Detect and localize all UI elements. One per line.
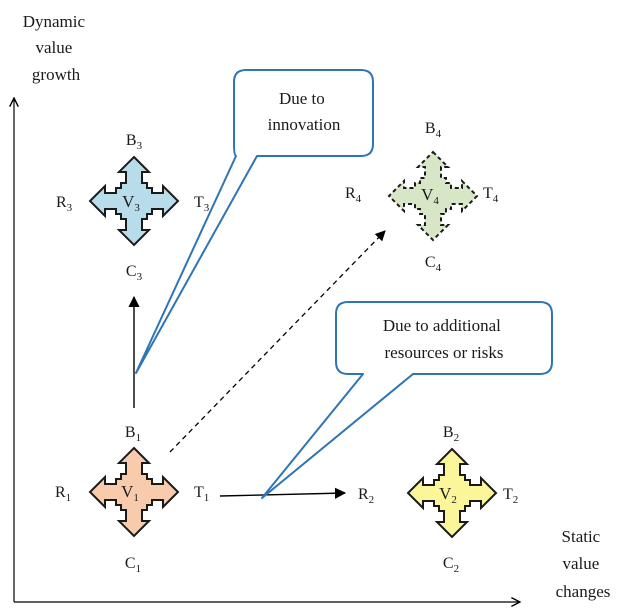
node-1-right-label: T1: [194, 484, 209, 504]
value-node-2: [406, 447, 498, 539]
node-1-left-label: R1: [55, 484, 71, 504]
node-4-center-label: V4: [421, 185, 439, 207]
node-2-right-label: T2: [503, 486, 518, 506]
node-2-center-label: V2: [439, 484, 457, 506]
node-3-center-label: V3: [122, 192, 140, 214]
node-1-bottom-label: C1: [125, 555, 141, 575]
node-3-top-label: B3: [126, 132, 143, 152]
four-way-arrow-shape-4: [387, 150, 479, 242]
node-4-right-label: T4: [483, 185, 499, 205]
callout-resources-text: Due to additional resources or risks: [383, 316, 505, 362]
callout-resources: [261, 301, 553, 499]
node-1-top-label: B1: [125, 424, 141, 444]
value-node-1: [88, 446, 180, 538]
node-2-top-label: B2: [443, 424, 459, 444]
node-3-left-label: R3: [56, 194, 73, 214]
node-4-bottom-label: C4: [425, 254, 442, 274]
node-4-top-label: B4: [425, 120, 442, 140]
callout-innovation: [135, 69, 374, 374]
node-3-bottom-label: C3: [126, 263, 143, 283]
node-2-left-label: R2: [358, 486, 374, 506]
y-axis-title: Dynamic value growth: [23, 12, 90, 84]
arrow-v1-to-v2: [219, 487, 347, 499]
four-way-arrow-shape-1: [88, 446, 180, 538]
four-way-arrow-shape-3: [88, 155, 180, 247]
node-2-bottom-label: C2: [443, 555, 459, 575]
value-node-4: [387, 150, 479, 242]
x-axis-title: Static value changes: [556, 527, 611, 601]
arrow-v1-to-v4-dashed: [169, 230, 386, 453]
node-3-right-label: T3: [194, 194, 210, 214]
four-way-arrow-shape-2: [406, 447, 498, 539]
callout-innovation-text: Due to innovation: [268, 89, 341, 134]
node-1-center-label: V1: [121, 482, 139, 504]
value-node-3: [88, 155, 180, 247]
node-4-left-label: R4: [345, 185, 362, 205]
